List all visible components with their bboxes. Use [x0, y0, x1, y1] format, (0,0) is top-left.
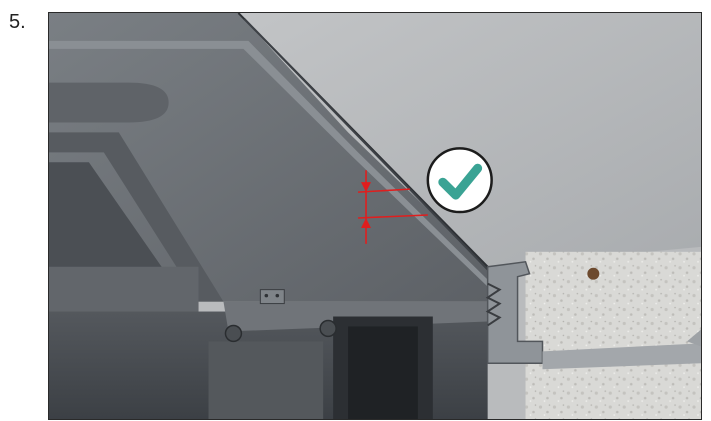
- sectional-diagram: [49, 13, 701, 419]
- seal-left: [224, 324, 243, 343]
- joint-lip: [542, 343, 701, 370]
- concrete-pore: [587, 267, 600, 280]
- check-circle-icon: [426, 147, 493, 214]
- profile-inner-slot: [49, 82, 169, 123]
- countertop-slab: [238, 13, 701, 267]
- profile-rail: [49, 132, 224, 302]
- concrete-body: [525, 251, 701, 419]
- step-number: 5.: [9, 11, 26, 33]
- profile-marking: [259, 289, 285, 305]
- seal-right: [319, 319, 337, 338]
- gap-dimension-arrows: [358, 170, 428, 244]
- figure-frame: [48, 12, 702, 420]
- joint-profile: [486, 260, 544, 365]
